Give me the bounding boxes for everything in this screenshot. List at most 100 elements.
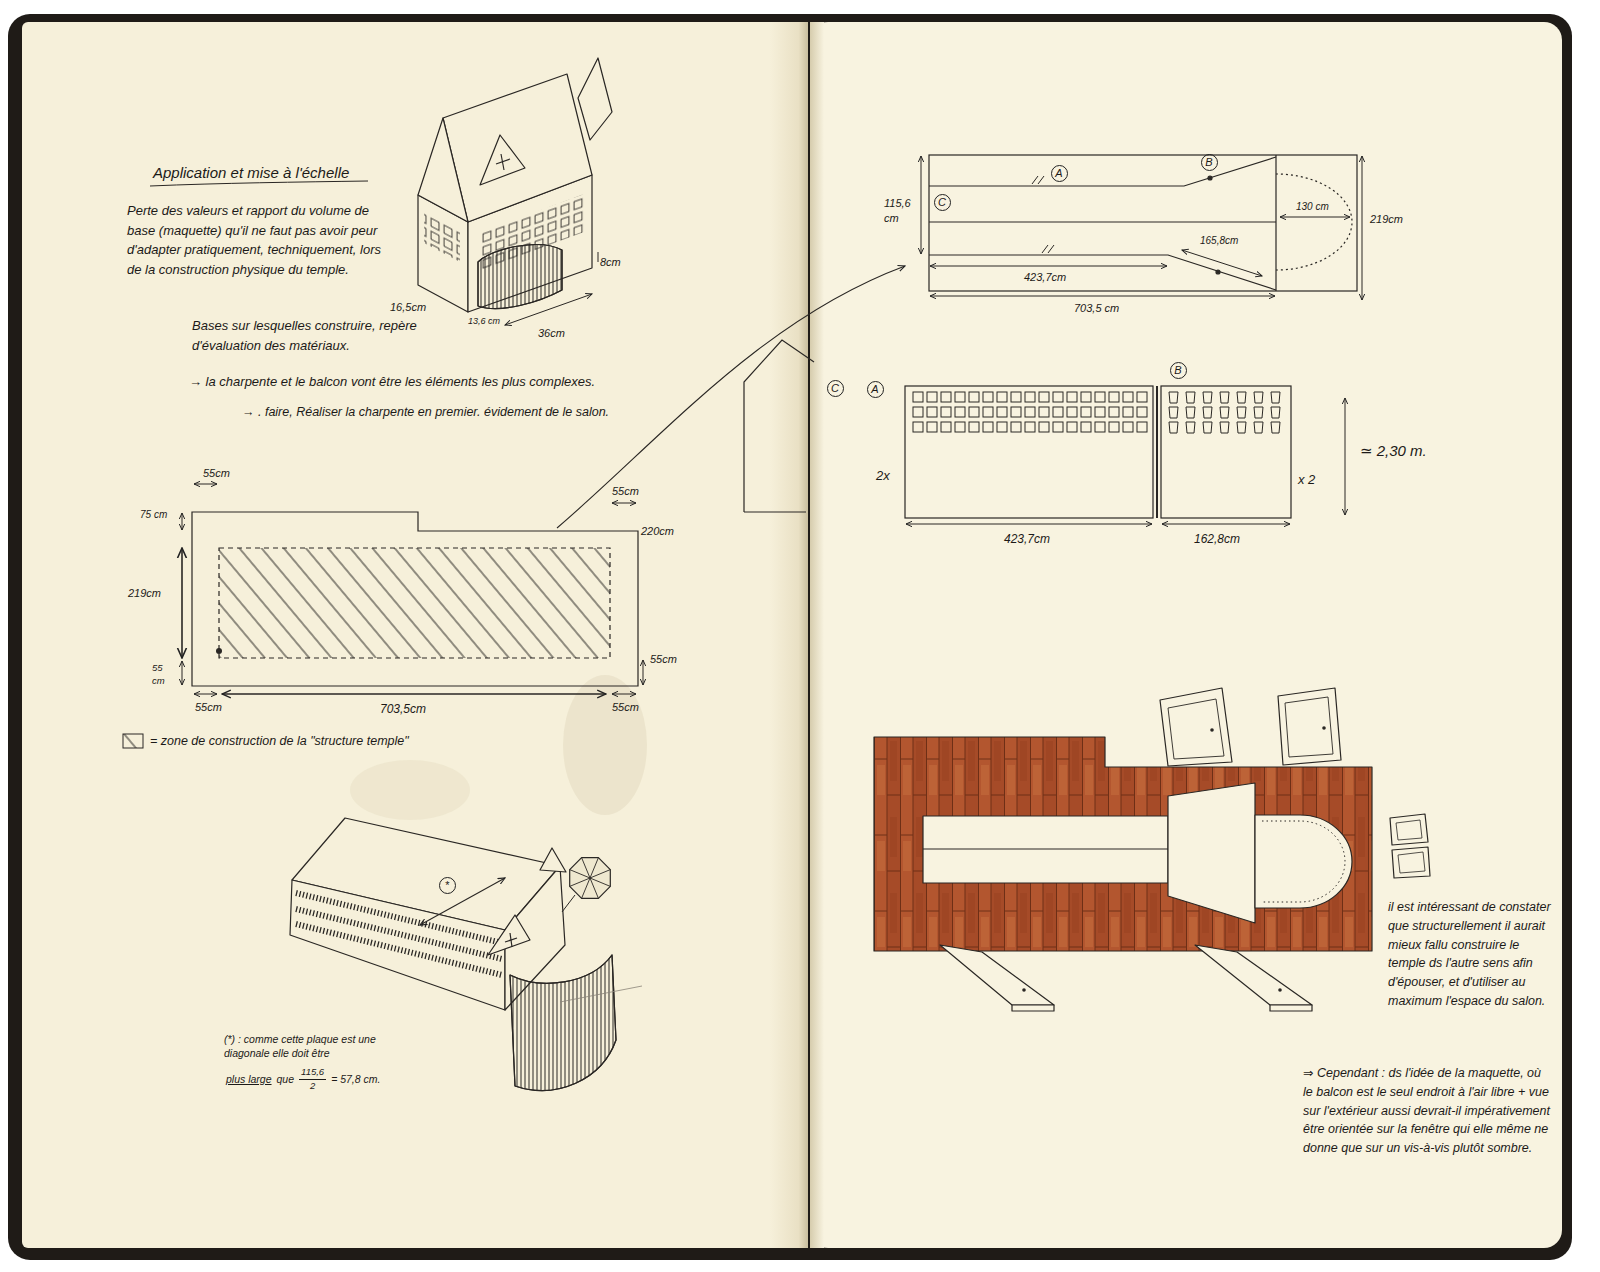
floor-plan-left xyxy=(219,548,610,658)
notebook-pages xyxy=(810,22,824,1248)
note-text: → . faire, Réaliser la charpente en prem… xyxy=(242,403,609,422)
dimension-label: ≃ 2,30 m. xyxy=(1360,440,1427,463)
coloured-floor-plan xyxy=(1396,820,1422,840)
floor-plan-top-right xyxy=(1048,245,1054,253)
elevation-sketches xyxy=(906,524,1152,525)
floor-plan-left xyxy=(192,512,638,686)
node-letter: B xyxy=(1205,157,1212,168)
coloured-floor-plan xyxy=(1390,814,1428,845)
floor-plan-left xyxy=(181,548,183,658)
model-house-sketch xyxy=(480,135,525,185)
dimension-label: 55 cm xyxy=(152,662,174,688)
floor-plan-top-right xyxy=(929,155,1357,291)
coloured-floor-plan xyxy=(1255,815,1352,908)
note-text: ⇒ Cependant : ds l'idée de la maquette, … xyxy=(1303,1064,1553,1158)
part-letter: B xyxy=(1201,154,1218,171)
coloured-floor-plan xyxy=(874,688,1430,1011)
dimension-label: 55cm xyxy=(650,652,677,667)
dimension-label: 115,6 cm xyxy=(884,196,914,226)
dimension-label: 55cm xyxy=(612,484,639,499)
floor-plan-top-right xyxy=(1216,270,1220,274)
model-perspective-sketch xyxy=(540,848,566,872)
notebook-pages xyxy=(350,760,470,820)
coloured-floor-plan xyxy=(1278,988,1282,992)
floor-plan-left xyxy=(612,694,636,695)
model-house-sketch xyxy=(424,212,460,262)
floor-plan-left xyxy=(182,513,183,530)
model-perspective-sketch xyxy=(570,858,611,899)
node-letter: C xyxy=(938,197,946,208)
model-perspective-sketch xyxy=(488,915,530,955)
coloured-floor-plan xyxy=(1160,688,1232,766)
coloured-floor-plan xyxy=(1262,821,1345,902)
dimension-label: 423,7cm xyxy=(1004,530,1050,548)
floor-plan-left xyxy=(222,693,606,694)
coloured-floor-plan xyxy=(1168,699,1224,759)
dimension-label: 75 cm xyxy=(140,508,167,522)
floor-plan-top-right xyxy=(1280,217,1350,218)
coloured-floor-plan xyxy=(923,816,1168,883)
title-underline xyxy=(150,181,368,186)
floor-plan-top-right xyxy=(1182,250,1262,276)
elevation-sketches xyxy=(744,511,806,512)
title-underline xyxy=(150,181,368,186)
dimension-label: 703,5 cm xyxy=(1074,301,1119,316)
coloured-floor-plan xyxy=(1270,1005,1312,1011)
dimension-label: 36cm xyxy=(538,326,565,341)
footnote-text: (*) : comme cette plaque est une diagona… xyxy=(224,1032,414,1060)
node-letter: B xyxy=(1174,365,1181,376)
part-letter: C xyxy=(934,194,951,211)
notebook-pages xyxy=(770,22,808,1248)
floor-plan-left xyxy=(219,548,610,658)
floor-plan-left xyxy=(643,660,644,685)
floor-plan-left xyxy=(182,484,643,694)
model-house-sketch xyxy=(598,252,599,262)
footnote-line: plus largeque115,62= 57,8 cm. xyxy=(226,1066,380,1093)
model-house-sketch xyxy=(478,245,562,309)
elevation-sketches xyxy=(905,386,1153,518)
dimension-label: 8cm xyxy=(600,255,621,270)
page-title: Application et mise à l'échelle xyxy=(153,162,349,185)
fraction-denominator: 2 xyxy=(308,1080,317,1093)
coloured-floor-plan xyxy=(874,737,1372,951)
footnote-text: que xyxy=(277,1072,295,1086)
coloured-floor-plan xyxy=(923,848,1168,849)
reference-mark: * xyxy=(439,877,456,894)
elevation-sketches xyxy=(1345,398,1346,515)
notebook-pages xyxy=(8,14,1572,1260)
elevation-sketches xyxy=(1156,386,1158,518)
note-text: Perte des valeurs et rapport du volume d… xyxy=(127,201,395,279)
hatch-swatch xyxy=(123,734,143,748)
model-house-sketch xyxy=(418,118,468,222)
dimension-label: 13,6 cm xyxy=(468,315,500,327)
multiplier-label: 2x xyxy=(876,466,890,486)
dimension-label: 423,7cm xyxy=(1024,270,1066,285)
node-letter: A xyxy=(871,384,878,395)
floor-plan-top-right xyxy=(1032,176,1038,184)
footnote-text: plus large xyxy=(226,1072,272,1086)
model-perspective-sketch xyxy=(290,818,642,1090)
fraction: 115,62 xyxy=(299,1066,326,1093)
floor-plan-left xyxy=(182,661,183,685)
node-letter: * xyxy=(445,880,449,891)
model-perspective-sketch xyxy=(296,924,502,975)
note-text: il est intéressant de constater que stru… xyxy=(1388,898,1560,1011)
model-perspective-sketch xyxy=(420,878,505,925)
floor-plan-top-right xyxy=(930,296,1275,297)
fraction-numerator: 115,6 xyxy=(299,1066,326,1080)
floor-plan-top-right xyxy=(930,266,1167,267)
dimension-label: 162,8cm xyxy=(1194,530,1240,548)
note-text: → la charpente et le balcon vont être le… xyxy=(189,372,595,392)
model-house-sketch xyxy=(578,58,612,140)
floor-plan-top-right xyxy=(921,156,922,254)
dimension-label: 703,5cm xyxy=(380,700,426,718)
model-perspective-sketch xyxy=(510,955,616,1090)
model-perspective-sketch xyxy=(510,933,512,947)
node-letter: C xyxy=(831,383,839,394)
notebook-pages xyxy=(22,22,808,1248)
dimension-label: 130 cm xyxy=(1296,200,1329,214)
multiplier-label: x 2 xyxy=(1298,470,1315,490)
dimension-label: 220cm xyxy=(641,524,674,539)
